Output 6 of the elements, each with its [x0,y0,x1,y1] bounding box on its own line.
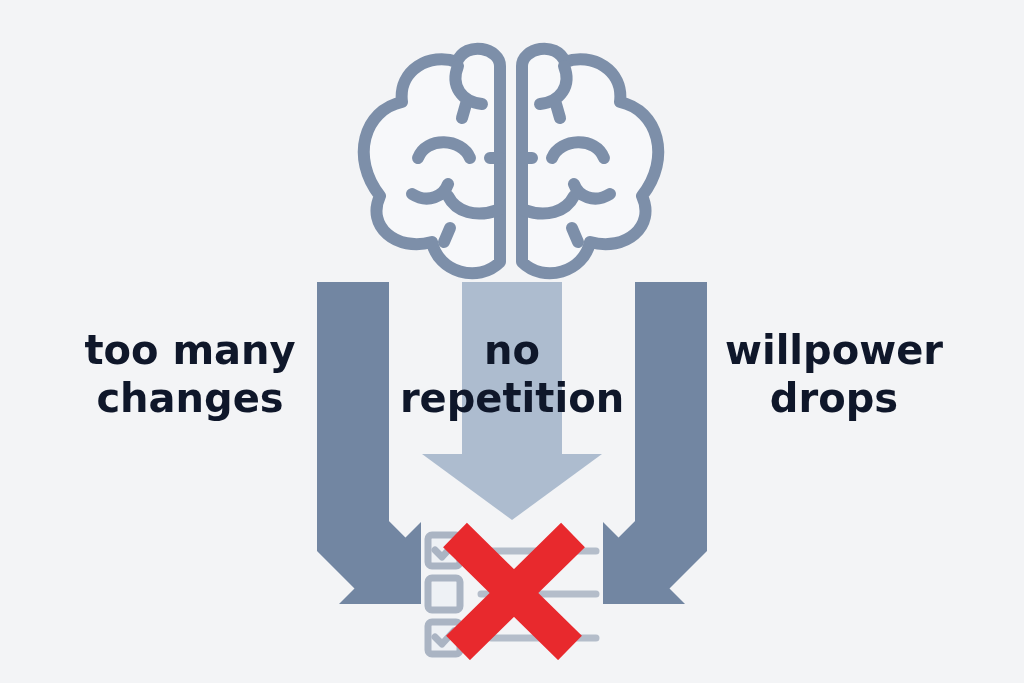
edge-label: no repetition [399,326,625,422]
edge-label: willpower drops [724,326,944,422]
arrow [422,282,602,520]
edge-label: too many changes [83,326,297,422]
arrow [603,282,707,604]
arrow [317,282,421,604]
